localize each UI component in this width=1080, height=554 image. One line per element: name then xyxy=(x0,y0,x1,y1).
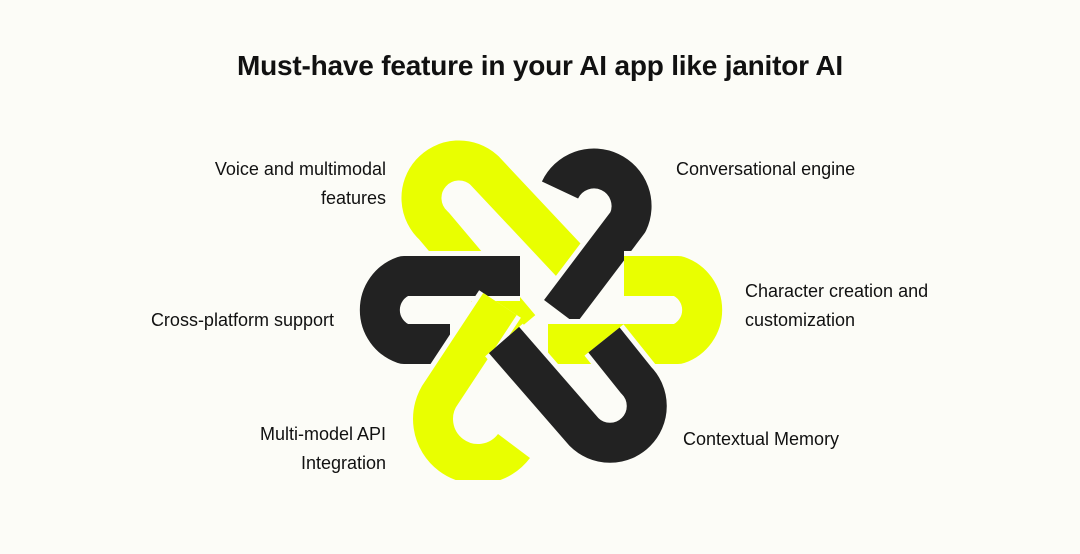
feature-character-line1: Character creation and xyxy=(745,281,929,301)
feature-contextual-memory: Contextual Memory xyxy=(683,425,983,454)
feature-multi-model-line1: Multi-model API xyxy=(259,424,386,444)
feature-multi-model-line2: Integration xyxy=(300,453,386,473)
feature-character-creation: Character creation and customization xyxy=(745,277,985,335)
page-title: Must-have feature in your AI app like ja… xyxy=(237,50,843,81)
feature-voice-line1: Voice and multimodal xyxy=(214,159,386,179)
feature-voice-line2: features xyxy=(320,188,386,208)
feature-multi-model-api: Multi-model API Integration xyxy=(156,420,386,478)
feature-conversational-text: Conversational engine xyxy=(676,159,856,179)
feature-contextual-text: Contextual Memory xyxy=(683,429,840,449)
feature-conversational-engine: Conversational engine xyxy=(676,155,976,184)
interlocking-links-logo-icon xyxy=(354,140,728,480)
feature-voice-multimodal: Voice and multimodal features xyxy=(156,155,386,213)
feature-cross-platform: Cross-platform support xyxy=(94,306,334,335)
feature-character-line2: customization xyxy=(745,310,856,330)
feature-cross-platform-text: Cross-platform support xyxy=(150,310,334,330)
